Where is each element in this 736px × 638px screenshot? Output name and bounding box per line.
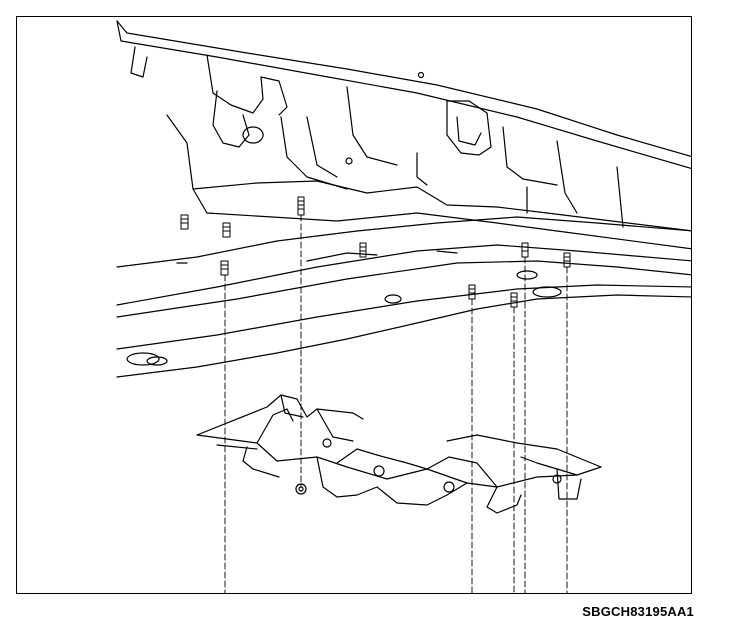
stud (521, 242, 529, 258)
stud (468, 284, 476, 300)
underbody-diagram (116, 20, 691, 593)
frame-cross-members (116, 216, 691, 378)
diagram-frame (16, 16, 692, 594)
stud (297, 196, 305, 216)
stud (220, 260, 229, 276)
stud (359, 242, 367, 258)
stud (510, 292, 518, 308)
stud (222, 222, 231, 238)
fastener-studs (180, 196, 571, 308)
figure-id-label: SBGCH83195AA1 (582, 604, 694, 619)
upper-body-structure (116, 20, 691, 250)
stud (563, 252, 571, 268)
stud (180, 214, 189, 230)
assembly-lines (224, 214, 568, 593)
underbody-shield (196, 394, 602, 514)
